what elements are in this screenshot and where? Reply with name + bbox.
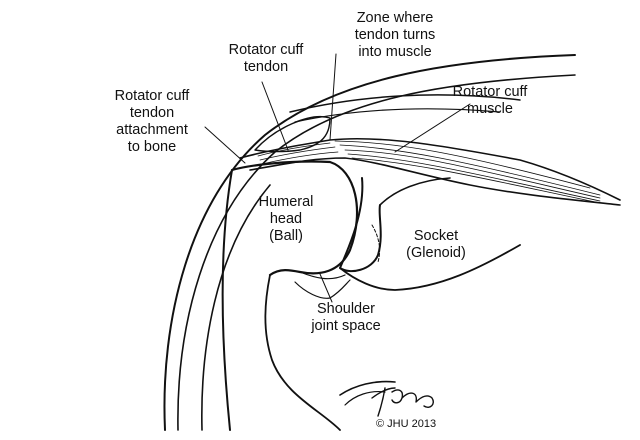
label-rotator-cuff-tendon: Rotator cuff tendon [206, 42, 326, 76]
label-socket: Socket (Glenoid) [396, 228, 476, 262]
leader-attachment-to-bone [205, 127, 245, 163]
copyright-text: © JHU 2013 [376, 418, 436, 430]
capsule-lower-line [295, 280, 350, 298]
label-joint-space: Shoulder joint space [296, 301, 396, 335]
leader-lines [205, 54, 470, 302]
label-attachment-to-bone: Rotator cuff tendon attachment to bone [97, 88, 207, 156]
glenoid-neck-line [380, 178, 450, 205]
humerus-shaft-lateral [223, 170, 232, 430]
label-rotator-cuff-muscle: Rotator cuff muscle [435, 84, 545, 118]
label-humeral-head: Humeral head (Ball) [246, 194, 326, 245]
label-zone-tendon-muscle: Zone where tendon turns into muscle [335, 10, 455, 61]
deltoid-outer-line [178, 75, 575, 430]
signature-mark [372, 388, 433, 416]
